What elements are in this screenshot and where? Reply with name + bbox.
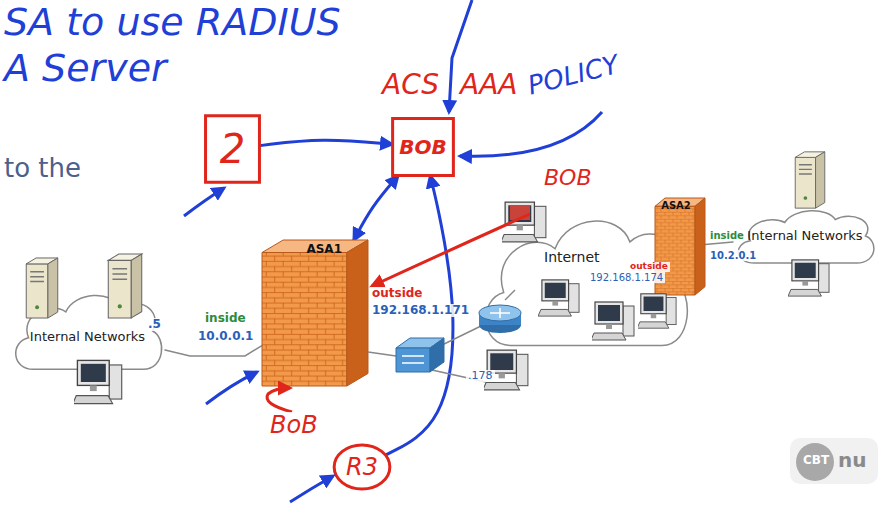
network-wire <box>505 290 515 300</box>
node-label: Internet <box>544 250 600 265</box>
blue-arrow <box>290 476 333 502</box>
firewall-outline <box>262 240 368 386</box>
watermark-text: nu <box>836 449 868 471</box>
blue-arrow <box>354 176 398 240</box>
red-arrow <box>267 388 292 412</box>
pc-icon <box>788 260 829 296</box>
handwritten-note: AAA <box>458 70 519 101</box>
firewall-side <box>695 198 705 295</box>
node-label: 2 <box>220 127 245 171</box>
box-outline <box>393 119 454 176</box>
circle-outline <box>334 445 390 489</box>
watermark-text: CBT <box>801 454 831 467</box>
server-icon <box>108 254 141 318</box>
network-wire <box>440 326 481 346</box>
ip-address: 192.168.1.171 <box>370 304 471 317</box>
pc-icon <box>637 294 676 328</box>
pc-icon <box>591 302 634 340</box>
blue-arrow <box>260 140 392 145</box>
interface-name: outside <box>370 287 425 300</box>
node-label: R3 <box>346 454 378 480</box>
interface-name: outside <box>628 262 670 272</box>
device-name: ASA1 <box>306 243 342 256</box>
server-icon <box>26 258 58 318</box>
ip-address: 10.0.0.1 <box>196 330 255 343</box>
slide-text: to the <box>2 154 83 183</box>
handwritten-note: POLICY <box>523 50 623 101</box>
cloud-outline <box>738 211 874 263</box>
left-servers <box>26 254 141 403</box>
node-label: Internal Networks <box>30 330 145 344</box>
ip-address: .178 <box>466 370 495 382</box>
network-wire <box>368 352 396 356</box>
handwritten-note: BoB <box>268 412 320 438</box>
blue-arrow <box>184 188 224 216</box>
server-icon <box>795 152 825 208</box>
switch-symbol <box>396 338 444 372</box>
red-arrow <box>372 214 530 286</box>
server-box: BOB <box>392 118 454 176</box>
pc-icon <box>538 280 579 316</box>
router-symbol <box>479 305 521 333</box>
handwritten-note: BOB <box>542 166 594 190</box>
handwritten-title: A Server <box>2 48 169 90</box>
handwritten-title: SA to use RADIUS <box>2 2 343 44</box>
device-name: ASA2 <box>661 200 691 211</box>
blue-arrow <box>460 112 602 156</box>
handwritten-note: ACS <box>380 70 441 101</box>
ip-address: 192.168.1.174 <box>588 272 665 283</box>
pc-icon <box>73 360 122 403</box>
interface-name: inside <box>203 312 248 325</box>
firewall: ASA1 <box>262 240 368 386</box>
interface-name: inside <box>708 230 746 241</box>
watermark-circle <box>796 443 834 481</box>
internet-pcs <box>501 202 676 340</box>
callout-box: 2 <box>205 115 260 183</box>
firewall-front <box>262 253 347 386</box>
blue-arrow <box>206 372 257 404</box>
right-site <box>788 152 829 296</box>
firewall-side <box>347 240 368 386</box>
box-outline <box>206 116 260 183</box>
pc-icon <box>501 202 546 242</box>
network-wire <box>705 242 733 244</box>
watermark-panel <box>790 438 878 484</box>
node-label: BOB <box>399 136 447 158</box>
ip-address: .5 <box>146 318 163 331</box>
node-label: Internal Networks <box>747 229 862 243</box>
router-callout: R3 <box>333 444 391 490</box>
ip-address: 10.2.0.1 <box>708 250 758 261</box>
network-wire <box>165 346 262 356</box>
watermark <box>790 438 878 484</box>
